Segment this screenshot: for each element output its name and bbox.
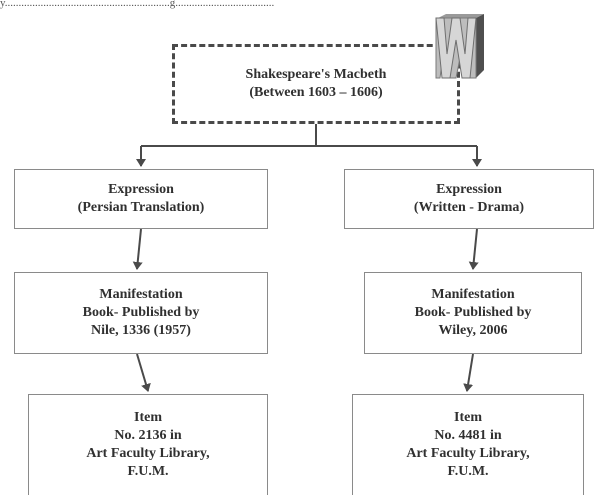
expression-label: Expression xyxy=(108,182,174,197)
work-date-range: (Between 1603 – 1606) xyxy=(249,85,383,100)
expression-detail: (Persian Translation) xyxy=(77,200,205,215)
item-node-2136: Item No. 2136 in Art Faculty Library, F.… xyxy=(28,394,268,495)
work-title: Shakespeare's Macbeth xyxy=(245,67,387,82)
item-label: Item xyxy=(454,410,482,425)
item-number: No. 4481 in xyxy=(434,428,502,443)
item-library: Art Faculty Library, xyxy=(86,446,210,461)
item-institution: F.U.M. xyxy=(447,464,489,479)
arrow-man-left-to-item-left xyxy=(136,353,151,392)
manifestation-node-nile: Manifestation Book- Published by Nile, 1… xyxy=(14,272,268,354)
manifestation-label: Manifestation xyxy=(99,287,183,302)
work-node-macbeth: Shakespeare's Macbeth (Between 1603 – 16… xyxy=(172,44,460,124)
expression-node-drama: Expression (Written - Drama) xyxy=(344,169,594,229)
manifestation-node-wiley: Manifestation Book- Published by Wiley, … xyxy=(364,272,582,354)
manifestation-format: Book- Published by xyxy=(414,305,532,320)
manifestation-label: Manifestation xyxy=(431,287,515,302)
manifestation-format: Book- Published by xyxy=(82,305,200,320)
item-library: Art Faculty Library, xyxy=(406,446,530,461)
manifestation-publisher: Wiley, 2006 xyxy=(438,323,508,338)
w-logo-icon xyxy=(435,14,484,79)
item-node-4481: Item No. 4481 in Art Faculty Library, F.… xyxy=(352,394,584,495)
top-caption: y.......................................… xyxy=(0,0,275,9)
item-institution: F.U.M. xyxy=(127,464,169,479)
expression-detail: (Written - Drama) xyxy=(413,200,525,215)
arrow-expr-left-to-man-left xyxy=(132,228,143,270)
arrow-expr-right-to-man-right xyxy=(468,228,479,270)
manifestation-publisher: Nile, 1336 (1957) xyxy=(91,323,191,338)
expression-label: Expression xyxy=(436,182,502,197)
expression-node-persian: Expression (Persian Translation) xyxy=(14,169,268,229)
item-number: No. 2136 in xyxy=(114,428,182,443)
arrow-man-right-to-item-right xyxy=(463,353,474,392)
item-label: Item xyxy=(134,410,162,425)
